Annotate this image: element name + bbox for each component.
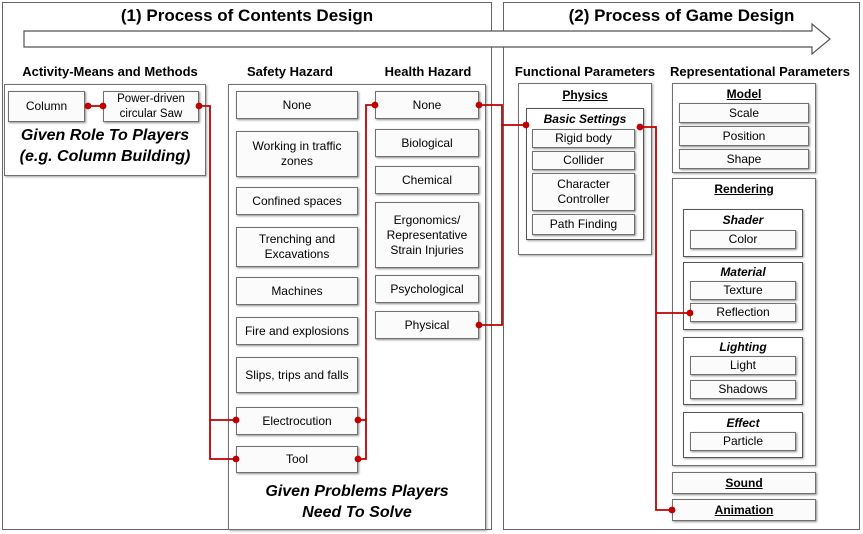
physics-path-finding: Path Finding (532, 214, 635, 235)
sound-box: Sound (672, 472, 816, 494)
role-caption: Given Role To Players (e.g. Column Build… (19, 127, 191, 165)
physics-character-controller: Character Controller (532, 173, 635, 211)
safety-hazard-title: Safety Hazard (247, 64, 333, 79)
safety-trenching: Trenching and Excavations (236, 227, 358, 267)
model-shape: Shape (679, 149, 809, 169)
health-psychological: Psychological (375, 275, 479, 303)
rendering-title: Rendering (714, 182, 774, 196)
functional-parameters-title: Functional Parameters (514, 64, 656, 79)
representational-parameters-title: Representational Parameters (670, 64, 850, 79)
material-texture: Texture (690, 281, 796, 300)
effect-title: Effect (726, 416, 760, 430)
safety-slips: Slips, trips and falls (236, 357, 358, 393)
contents-design-header: (1) Process of Contents Design (120, 6, 374, 25)
safety-machines: Machines (236, 277, 358, 305)
lighting-shadows: Shadows (690, 380, 796, 399)
health-hazard-title: Health Hazard (384, 64, 472, 79)
lighting-light: Light (690, 356, 796, 375)
physics-rigid-body: Rigid body (532, 129, 635, 148)
process-arrow (23, 22, 831, 56)
physics-collider: Collider (532, 151, 635, 170)
health-chemical: Chemical (375, 166, 479, 194)
animation-box: Animation (672, 499, 816, 521)
health-ergonomics: Ergonomics/ Representative Strain Injuri… (375, 202, 479, 268)
model-scale: Scale (679, 103, 809, 123)
health-biological: Biological (375, 129, 479, 157)
activity-column: Column (8, 91, 85, 122)
effect-particle: Particle (690, 432, 796, 451)
safety-none: None (236, 91, 358, 119)
activity-title: Activity-Means and Methods (22, 64, 198, 79)
safety-fire: Fire and explosions (236, 317, 358, 345)
safety-electrocution: Electrocution (236, 407, 358, 435)
health-none: None (375, 91, 479, 119)
safety-confined: Confined spaces (236, 187, 358, 215)
safety-traffic: Working in traffic zones (236, 131, 358, 177)
model-title: Model (726, 87, 762, 101)
shader-color: Color (690, 230, 796, 249)
material-title: Material (720, 265, 766, 279)
shader-title: Shader (722, 213, 764, 227)
game-design-header: (2) Process of Game Design (568, 6, 795, 25)
health-physical: Physical (375, 311, 479, 339)
basic-settings-title: Basic Settings (543, 112, 627, 126)
physics-title: Physics (562, 88, 608, 102)
problems-caption: Given Problems Players Need To Solve (265, 483, 449, 521)
model-position: Position (679, 126, 809, 146)
safety-tool: Tool (236, 446, 358, 473)
lighting-title: Lighting (719, 340, 767, 354)
activity-saw: Power-driven circular Saw (103, 91, 199, 122)
